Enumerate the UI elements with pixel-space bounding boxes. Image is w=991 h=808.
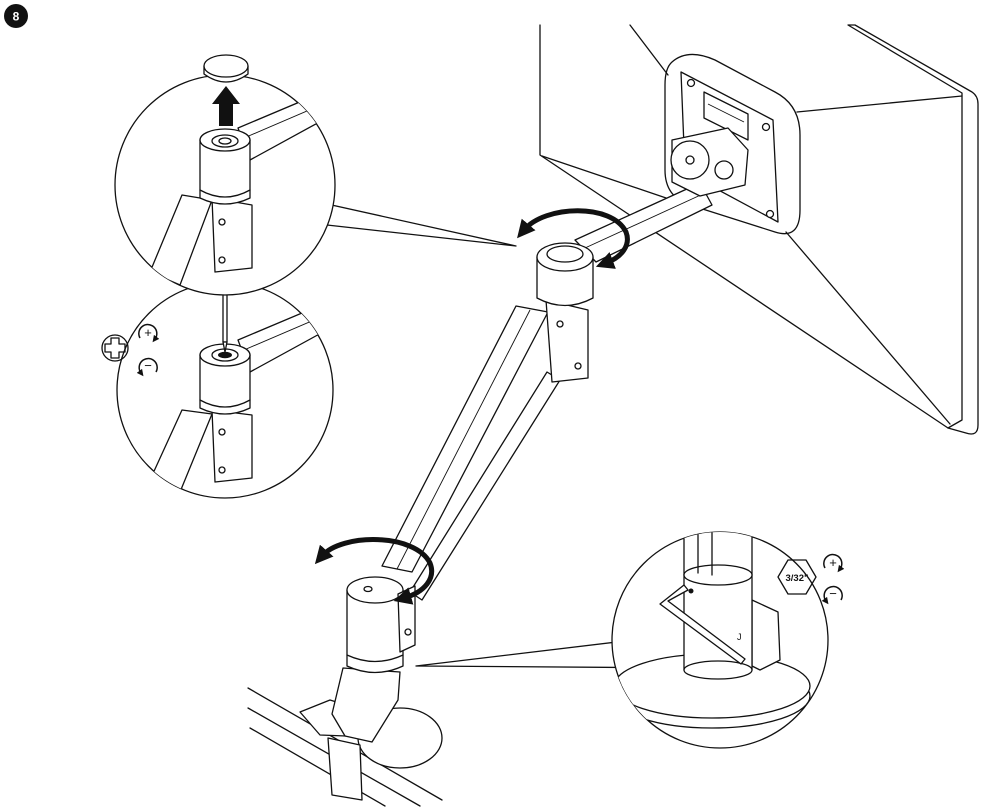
lift-up-arrow-icon: [212, 86, 240, 126]
base-bracket: [751, 599, 781, 671]
tool-icons-left: + −: [101, 323, 160, 377]
monitor-crease-top: [629, 24, 669, 76]
monitor-crease-bottom: [785, 231, 951, 425]
elbow-rotate-arrow: [517, 208, 630, 269]
monitor-edge-left-bottom: [539, 24, 949, 429]
loosen-rotate-icon: −: [821, 585, 843, 605]
tighten-sign: +: [144, 325, 152, 340]
clamp-body: [331, 667, 401, 743]
tighten-sign: +: [829, 555, 837, 570]
column-collar: [683, 564, 753, 586]
callout-leader-upper: [299, 197, 517, 247]
detail-knuckle: [211, 409, 253, 483]
hex-size-label: 3/32": [786, 573, 809, 584]
plate-hole: [686, 78, 696, 88]
callout-leader-lower: [415, 631, 701, 669]
desk-edge-front: [249, 727, 386, 807]
monitor-side-frame: [847, 24, 979, 435]
tilt-hinge: [670, 127, 749, 197]
plate-hole: [765, 209, 775, 219]
detail-screw: [211, 134, 239, 148]
joint-cap-top: [203, 54, 249, 78]
loosen-sign: −: [144, 358, 152, 373]
tighten-rotate-icon: +: [138, 323, 160, 343]
plate-recess: [703, 91, 749, 141]
tool-icons-right: 3/32" + −: [777, 553, 845, 605]
hex-key: [659, 584, 746, 665]
hinge-pin: [714, 160, 734, 180]
knuckle-hole: [574, 362, 582, 370]
monitor-crease-right: [796, 95, 963, 113]
set-screw: [688, 588, 694, 594]
detail-circle-screwdriver: [116, 281, 334, 499]
lower-arm: [381, 305, 561, 601]
detail-knuckle: [211, 197, 253, 273]
elbow-top: [536, 242, 594, 272]
phillips-screwdriver-icon: [101, 334, 129, 362]
monitor-crease-left: [541, 155, 673, 201]
desk-clamp: [247, 667, 443, 807]
detail-label: J: [737, 632, 742, 642]
knuckle-hole: [556, 320, 564, 328]
elbow-knuckle: [545, 299, 589, 383]
monitor: [539, 24, 979, 435]
vesa-boss: [664, 53, 801, 235]
detail-circle-cap: [114, 54, 336, 296]
lower-joint: [346, 576, 416, 674]
lower-top: [346, 576, 404, 604]
upper-arm: [574, 182, 713, 263]
plate-hole: [761, 122, 771, 132]
loosen-rotate-icon: −: [136, 357, 158, 377]
base-rotate-arrow: [314, 537, 434, 605]
detail-circle-hexkey: J: [611, 531, 829, 749]
knuckle-hole: [404, 628, 412, 636]
hinge-screw: [685, 155, 695, 165]
step-badge-circle: [4, 4, 28, 28]
tighten-rotate-icon: +: [823, 553, 845, 573]
clamp-leg: [327, 737, 363, 801]
step-number: 8: [13, 10, 20, 24]
loosen-sign: −: [829, 586, 837, 601]
lower-cylinder: [346, 589, 404, 663]
step-badge: 8: [4, 4, 28, 28]
hex-key-icon: 3/32": [777, 559, 817, 595]
